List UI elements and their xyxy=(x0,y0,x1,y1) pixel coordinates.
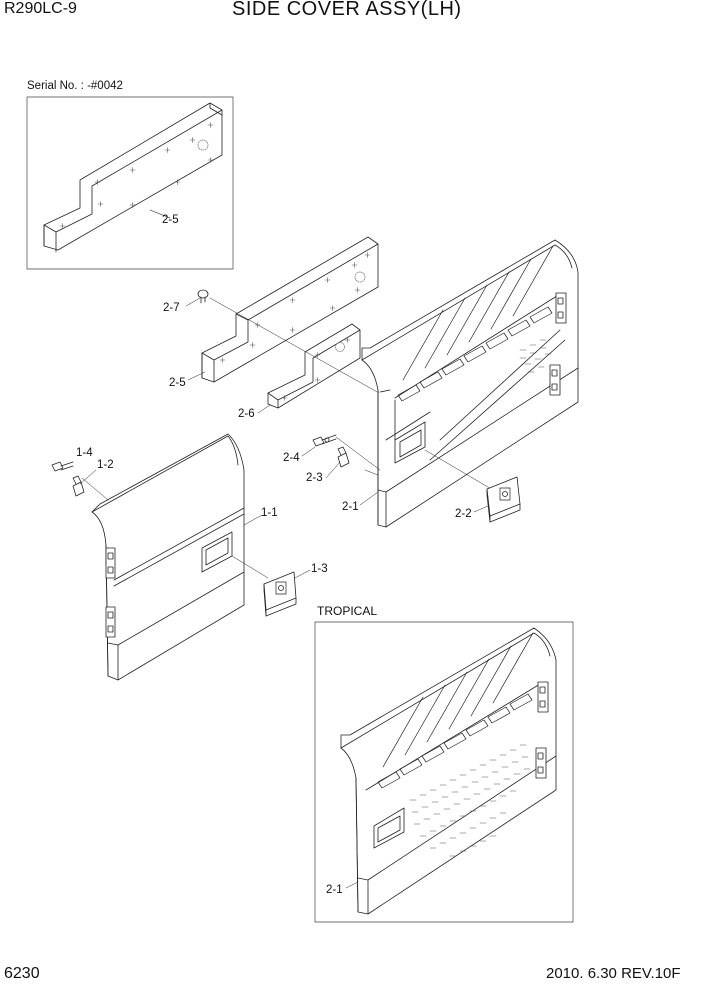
callout-2-4: 2-4 xyxy=(283,452,300,464)
bracket-1-2 xyxy=(72,475,85,497)
serial-inset-frame xyxy=(26,96,234,270)
callout-2-3: 2-3 xyxy=(306,472,323,484)
tropical-inset-frame xyxy=(314,621,574,923)
callout-2-5-inset: 2-5 xyxy=(162,214,179,226)
callout-1-1: 1-1 xyxy=(261,507,278,519)
tropical-caption: TROPICAL xyxy=(317,604,378,618)
callout-2-5: 2-5 xyxy=(169,377,186,389)
revision-date: 2010. 6.30 REV.10F xyxy=(546,965,681,982)
rivet-part xyxy=(197,289,209,304)
bolt-2-4 xyxy=(312,434,337,447)
page-number: 6230 xyxy=(4,965,40,982)
lock-assembly-2 xyxy=(486,476,521,523)
side-cover-tropical xyxy=(340,627,557,915)
lock-assembly-1 xyxy=(263,571,297,617)
page-title: SIDE COVER ASSY(LH) xyxy=(232,0,462,20)
callout-2-1: 2-1 xyxy=(342,501,359,513)
callout-1-3: 1-3 xyxy=(311,563,328,575)
callout-2-6: 2-6 xyxy=(238,408,255,420)
side-cover-large xyxy=(361,239,579,528)
model-number: R290LC-9 xyxy=(4,0,77,17)
callout-2-1-tropical: 2-1 xyxy=(326,884,343,896)
insulation-pad-lower xyxy=(267,323,361,409)
callout-1-4: 1-4 xyxy=(76,447,93,459)
side-cover-small xyxy=(91,433,245,681)
callout-2-7: 2-7 xyxy=(163,302,180,314)
insulation-pad-upper xyxy=(201,236,379,383)
bolt-1-4 xyxy=(51,461,74,472)
serial-caption: Serial No. : -#0042 xyxy=(27,80,123,92)
callout-1-2: 1-2 xyxy=(97,459,114,471)
bracket-2-3 xyxy=(337,446,350,468)
callout-2-2: 2-2 xyxy=(455,508,472,520)
insulation-pad-inset xyxy=(43,102,223,253)
